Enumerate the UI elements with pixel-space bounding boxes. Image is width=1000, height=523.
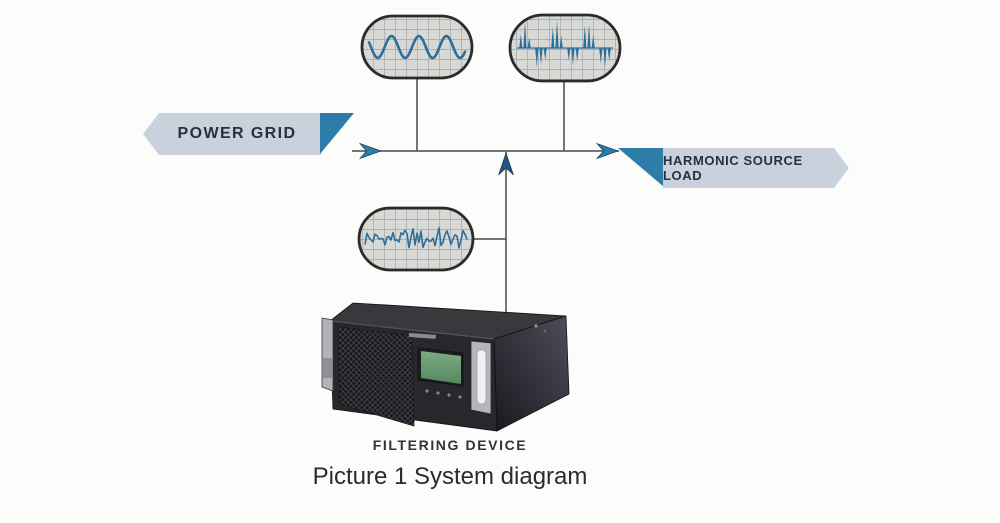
rack-ear-latch [323, 358, 332, 378]
device-top-edge-highlight [329, 320, 495, 340]
load-side-scope [508, 13, 622, 83]
display-screen [421, 351, 461, 384]
grid-side-scope [360, 14, 474, 80]
power-grid-banner: POWER GRID [143, 113, 355, 155]
distorted-waveform-icon [364, 227, 468, 249]
brand-mark [408, 333, 436, 339]
harmonic-pulse-waveform-icon [517, 20, 613, 68]
sine-waveform-icon [367, 34, 467, 60]
vent-grille-mesh [338, 327, 414, 426]
figure-caption: Picture 1 System diagram [312, 463, 588, 490]
screw-icon [543, 329, 547, 333]
harmonic-load-banner-body: HARMONIC SOURCE LOAD [663, 148, 849, 188]
device-caption: FILTERING DEVICE [372, 437, 528, 453]
flow-arrow-grid-icon [358, 142, 383, 160]
power-grid-banner-body: POWER GRID [143, 113, 321, 155]
filtering-device-image [321, 302, 570, 432]
filter-side-scope [357, 206, 475, 272]
flow-arrow-filter-icon [498, 152, 514, 176]
power-grid-banner-fold [320, 113, 354, 154]
power-grid-label: POWER GRID [177, 125, 297, 142]
rack-ear-left [321, 317, 334, 392]
connector-lines [352, 78, 620, 315]
control-buttons [425, 389, 462, 399]
harmonic-load-label: HARMONIC SOURCE LOAD [663, 153, 803, 183]
device-handle-grip [476, 349, 487, 405]
flow-arrow-load-icon [595, 142, 620, 160]
harmonic-load-banner-fold [618, 148, 664, 187]
screw-icon [534, 324, 538, 328]
harmonic-load-banner: HARMONIC SOURCE LOAD [618, 148, 849, 188]
